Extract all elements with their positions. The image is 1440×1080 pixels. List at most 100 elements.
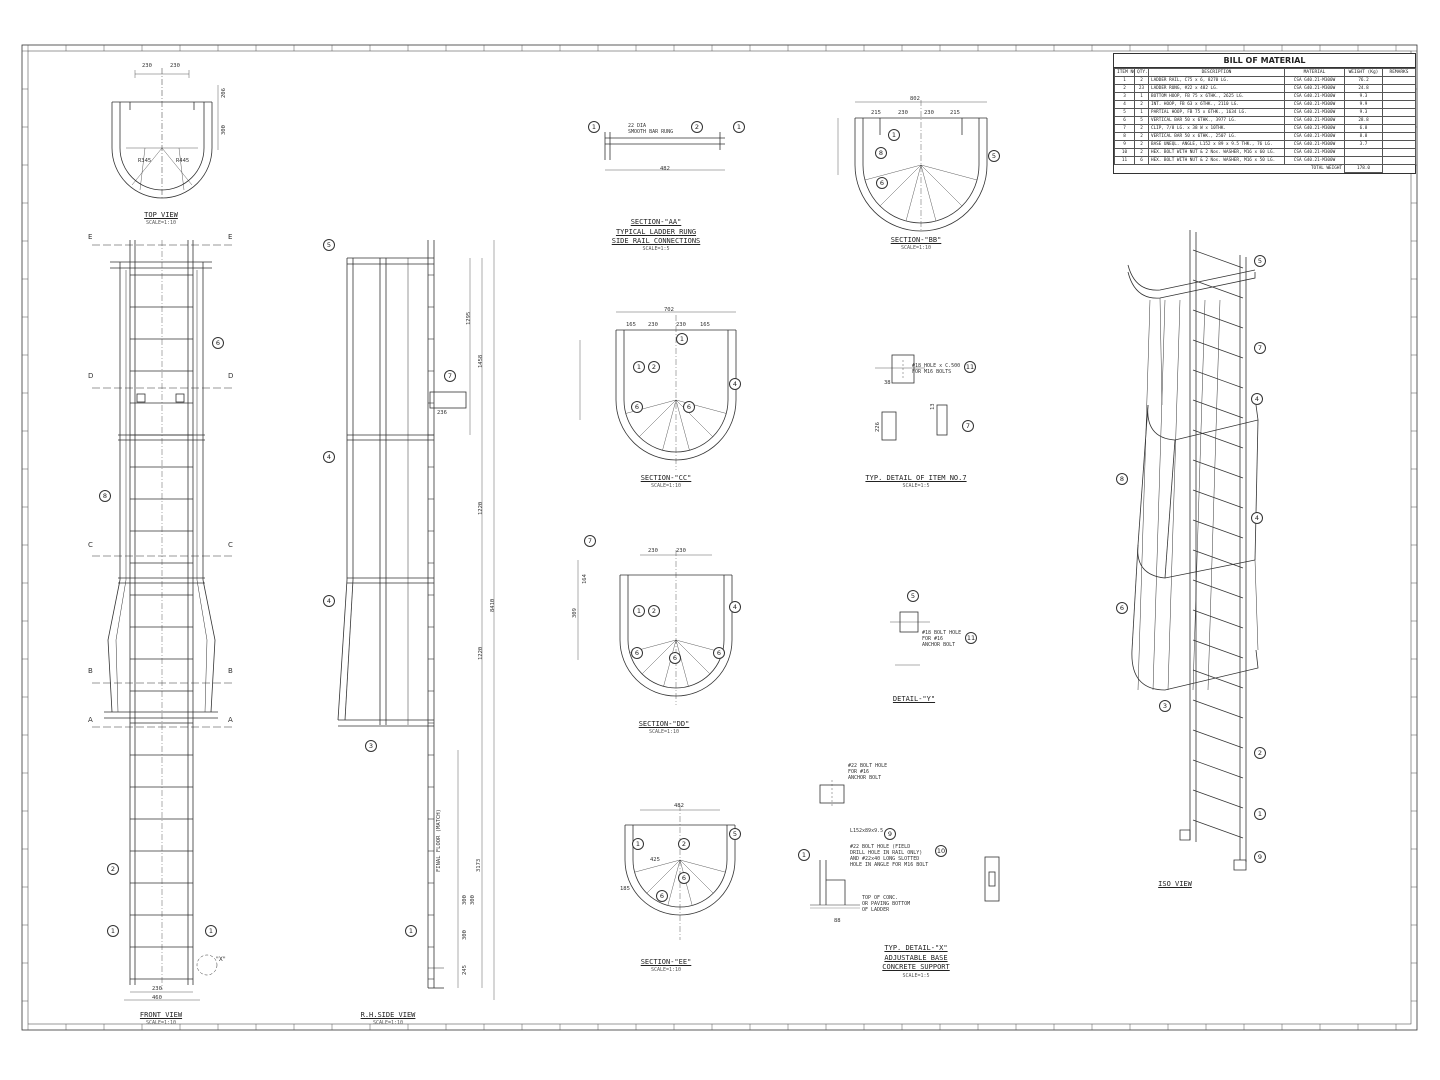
- bom-grid: ITEM NO. QTY. DESCRIPTION MATERIAL WEIGH…: [1114, 68, 1416, 173]
- iso-view-title: ISO VIEW: [1158, 880, 1192, 888]
- detail-item7-dim: 38: [884, 380, 891, 386]
- bom-cell: 9.3: [1344, 108, 1383, 117]
- top-view-dim: R445: [176, 158, 190, 164]
- section-dd-scale: SCALE=1:10: [648, 729, 680, 735]
- section-aa-scale: SCALE=1:5: [642, 246, 670, 252]
- item-balloon: 8: [99, 490, 111, 502]
- hoop-radial-bar: [639, 399, 677, 437]
- bom-cell: HEX. BOLT WITH NUT & 2 Nos. WASHER, M16 …: [1148, 148, 1285, 157]
- hoop-radial-bar: [905, 164, 922, 222]
- section-letter-b-left: B: [88, 667, 93, 675]
- iso-ladder-rung: [1192, 519, 1244, 539]
- item-balloon: 4: [323, 595, 335, 607]
- bom-cell: 1: [1134, 92, 1149, 101]
- item-balloon: 1: [107, 925, 119, 937]
- item-balloon: 6: [212, 337, 224, 349]
- section-letter-d-right: D: [228, 372, 234, 380]
- bom-cell: CSA G40.21-M300W: [1284, 156, 1345, 165]
- bom-cell: INT. HOOP, FB 63 x 6THK., 2110 LG.: [1148, 100, 1285, 109]
- hoop-radial-bar: [662, 399, 677, 451]
- section-aa-note: 22 DIA SMOOTH BAR RUNG: [628, 123, 674, 135]
- top-view-dim: R345: [138, 158, 152, 164]
- iso-view-vertical-bars: [1137, 299, 1221, 691]
- detail-item7-title: TYP. DETAIL OF ITEM NO.7: [865, 474, 967, 482]
- hoop-radial-bar: [675, 639, 689, 687]
- section-cc-dim: 702: [664, 307, 674, 313]
- item-balloon: 8: [875, 147, 887, 159]
- item-balloon: 6: [1116, 602, 1128, 614]
- bom-cell: [1382, 116, 1416, 125]
- iso-ladder-rung: [1192, 309, 1244, 329]
- iso-cage-bar: [1152, 299, 1166, 691]
- item-balloon: 6: [876, 177, 888, 189]
- bom-cell: 2: [1134, 100, 1149, 109]
- bom-cell: 76.2: [1344, 76, 1383, 85]
- section-hoop-bars: [625, 164, 978, 906]
- section-bb-dim: 230: [898, 110, 908, 116]
- iso-ladder-rung: [1192, 609, 1244, 629]
- bom-cell: CSA G40.21-M300W: [1284, 148, 1345, 157]
- rh-side-dim: 245: [462, 965, 468, 975]
- item-balloon: 1: [888, 129, 900, 141]
- section-bb-title: SECTION-"BB": [890, 236, 942, 244]
- bom-cell: [1382, 132, 1416, 141]
- section-dd-drawing: [577, 550, 733, 705]
- rh-side-view-title: R.H.SIDE VIEW: [360, 1011, 416, 1019]
- bom-header-cell: WEIGHT (Kg): [1344, 68, 1383, 77]
- item-balloon: 1: [798, 849, 810, 861]
- section-letter-e-left: E: [88, 233, 93, 241]
- item-balloon: 4: [1251, 512, 1263, 524]
- iso-ladder-rung: [1192, 459, 1244, 479]
- item-balloon: 1: [205, 925, 217, 937]
- section-ee-title: SECTION-"EE": [640, 958, 692, 966]
- item-balloon: 1: [633, 605, 645, 617]
- item-balloon: 9: [884, 828, 896, 840]
- bom-cell: HEX. BOLT WITH NUT & 2 Nos. WASHER, M16 …: [1148, 156, 1285, 165]
- bom-cell: VERTICAL BAR 50 x 6THK., 2507 LG.: [1148, 132, 1285, 141]
- iso-ladder-rung: [1192, 759, 1244, 779]
- bom-cell: 8.8: [1344, 132, 1383, 141]
- section-cc-title: SECTION-"CC": [640, 474, 692, 482]
- hoop-radial-bar: [879, 164, 922, 207]
- bom-cell: 2: [1114, 84, 1135, 93]
- bom-title: BILL OF MATERIAL: [1114, 54, 1415, 68]
- bom-cell: 1: [1134, 108, 1149, 117]
- bom-cell: [1382, 84, 1416, 93]
- bom-cell: [1344, 156, 1383, 165]
- item-balloon: 1: [1254, 808, 1266, 820]
- section-bb-dim: 802: [910, 96, 920, 102]
- hoop-radial-bar: [679, 859, 726, 873]
- item-balloon: 7: [444, 370, 456, 382]
- iso-view-drawing: [1127, 230, 1259, 871]
- section-dd-dim: 309: [572, 608, 578, 618]
- bom-cell: 3: [1114, 92, 1135, 101]
- section-letter-c-left: C: [88, 541, 93, 549]
- detail-item7-dim: 226: [875, 422, 881, 432]
- item-balloon: 7: [584, 535, 596, 547]
- section-ee-dim: 425: [650, 857, 660, 863]
- section-letter-d-left: D: [88, 372, 94, 380]
- hoop-radial-bar: [864, 164, 922, 181]
- bom-cell: 4: [1114, 100, 1135, 109]
- bom-cell: BASE UNEQL. ANGLE, L152 x 89 x 9.5 THK.,…: [1148, 140, 1285, 149]
- bom-cell: 6: [1114, 116, 1135, 125]
- hoop-radial-bar: [663, 639, 677, 687]
- hoop-radial-bar: [641, 639, 677, 675]
- section-ee-dim: 482: [674, 803, 684, 809]
- item-balloon: 8: [1116, 473, 1128, 485]
- detail-x-note-3: #22 BOLT HOLE (FIELD DRILL HOLE IN RAIL …: [850, 844, 929, 868]
- detail-x-subtitle-1: ADJUSTABLE BASE: [884, 954, 948, 962]
- section-dd-dim: 230: [676, 548, 686, 554]
- bom-cell: PARTIAL HOOP, FB 75 x 6THK., 1634 LG.: [1148, 108, 1285, 117]
- detail-x-drawing: [810, 780, 1000, 909]
- iso-ladder-rung: [1192, 279, 1244, 299]
- section-aa-subtitle-2: SIDE RAIL CONNECTIONS: [611, 237, 701, 245]
